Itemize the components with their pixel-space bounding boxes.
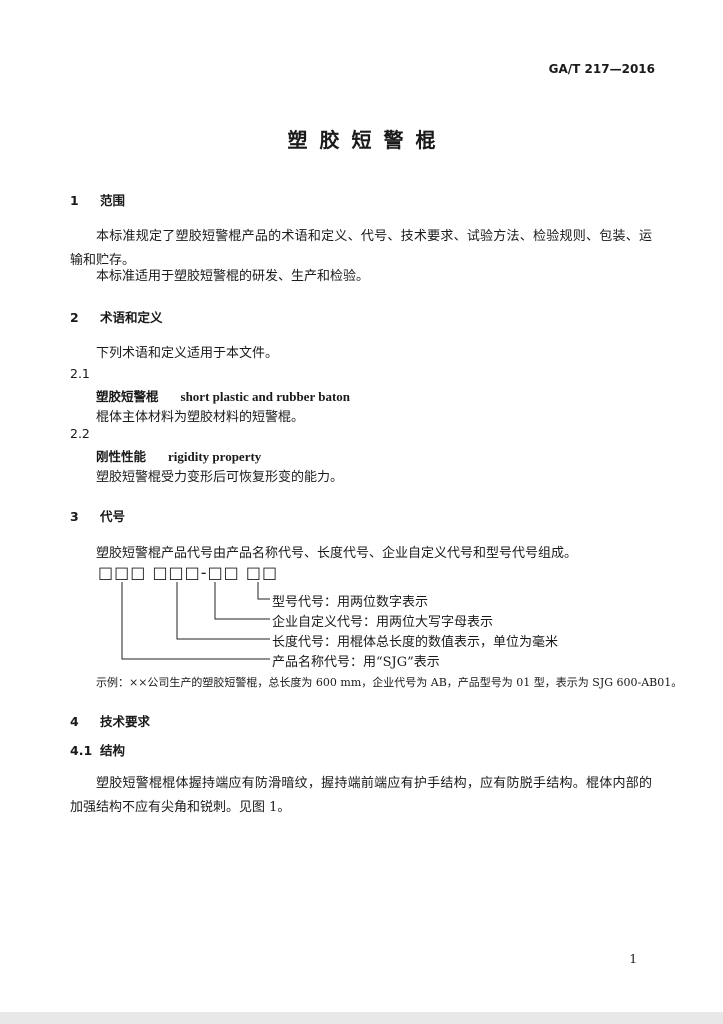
standard-id: GA/T 217—2016 [548,62,655,76]
example-note: 示例：××公司生产的塑胶短警棍，总长度为 600 mm，企业代号为 AB，产品型… [96,676,683,689]
section-1-paragraph-2: 本标准适用于塑胶短警棍的研发、生产和检验。 [96,269,370,284]
section-title: 术语和定义 [100,310,163,325]
section-number: 1 [70,193,79,208]
code-label-length: 长度代号：用棍体总长度的数值表示，单位为毫米 [272,635,559,650]
section-number: 3 [70,509,79,524]
section-2-paragraph-1: 下列术语和定义适用于本文件。 [96,346,279,361]
term-zh: 刚性性能 [96,449,147,464]
code-label-product-name: 产品名称代号：用“SJG”表示 [272,655,440,670]
document-title: 塑胶短警棍 [287,128,448,152]
section-1-heading: 1 范围 [70,190,125,209]
term-2-1: 塑胶短警棍 short plastic and rubber baton [96,386,350,405]
section-4-1-heading: 4.1 结构 [70,740,125,759]
section-title: 技术要求 [100,714,151,729]
term-zh: 塑胶短警棍 [96,389,159,404]
section-3-paragraph-1: 塑胶短警棍产品代号由产品名称代号、长度代号、企业自定义代号和型号代号组成。 [96,546,578,561]
clause-2-2-number: 2.2 [70,426,90,441]
code-boxes: □□□ □□□-□□ □□ [98,563,279,582]
code-label-model: 型号代号：用两位数字表示 [272,595,429,610]
section-4-heading: 4 技术要求 [70,711,150,730]
section-1-paragraph-1: 本标准规定了塑胶短警棍产品的术语和定义、代号、技术要求、试验方法、检验规则、包装… [70,229,652,268]
section-title: 结构 [100,743,126,758]
section-number: 2 [70,310,79,325]
section-4-1-paragraph-1: 塑胶短警棍棍体握持端应有防滑暗纹，握持端前端应有护手结构，应有防脱手结构。棍体内… [70,776,652,815]
section-title: 范围 [100,193,126,208]
term-2-2-definition: 塑胶短警棍受力变形后可恢复形变的能力。 [96,470,344,485]
section-3-heading: 3 代号 [70,506,125,525]
term-2-2: 刚性性能 rigidity property [96,446,261,465]
section-title: 代号 [100,509,126,524]
section-number: 4.1 [70,743,93,758]
term-2-1-definition: 棍体主体材料为塑胶材料的短警棍。 [96,410,305,425]
term-en: short plastic and rubber baton [180,389,351,404]
section-2-heading: 2 术语和定义 [70,307,163,326]
term-en: rigidity property [168,449,262,464]
page-number: 1 [629,952,637,966]
section-number: 4 [70,714,79,729]
clause-2-1-number: 2.1 [70,366,90,381]
code-label-enterprise: 企业自定义代号：用两位大写字母表示 [272,615,494,630]
